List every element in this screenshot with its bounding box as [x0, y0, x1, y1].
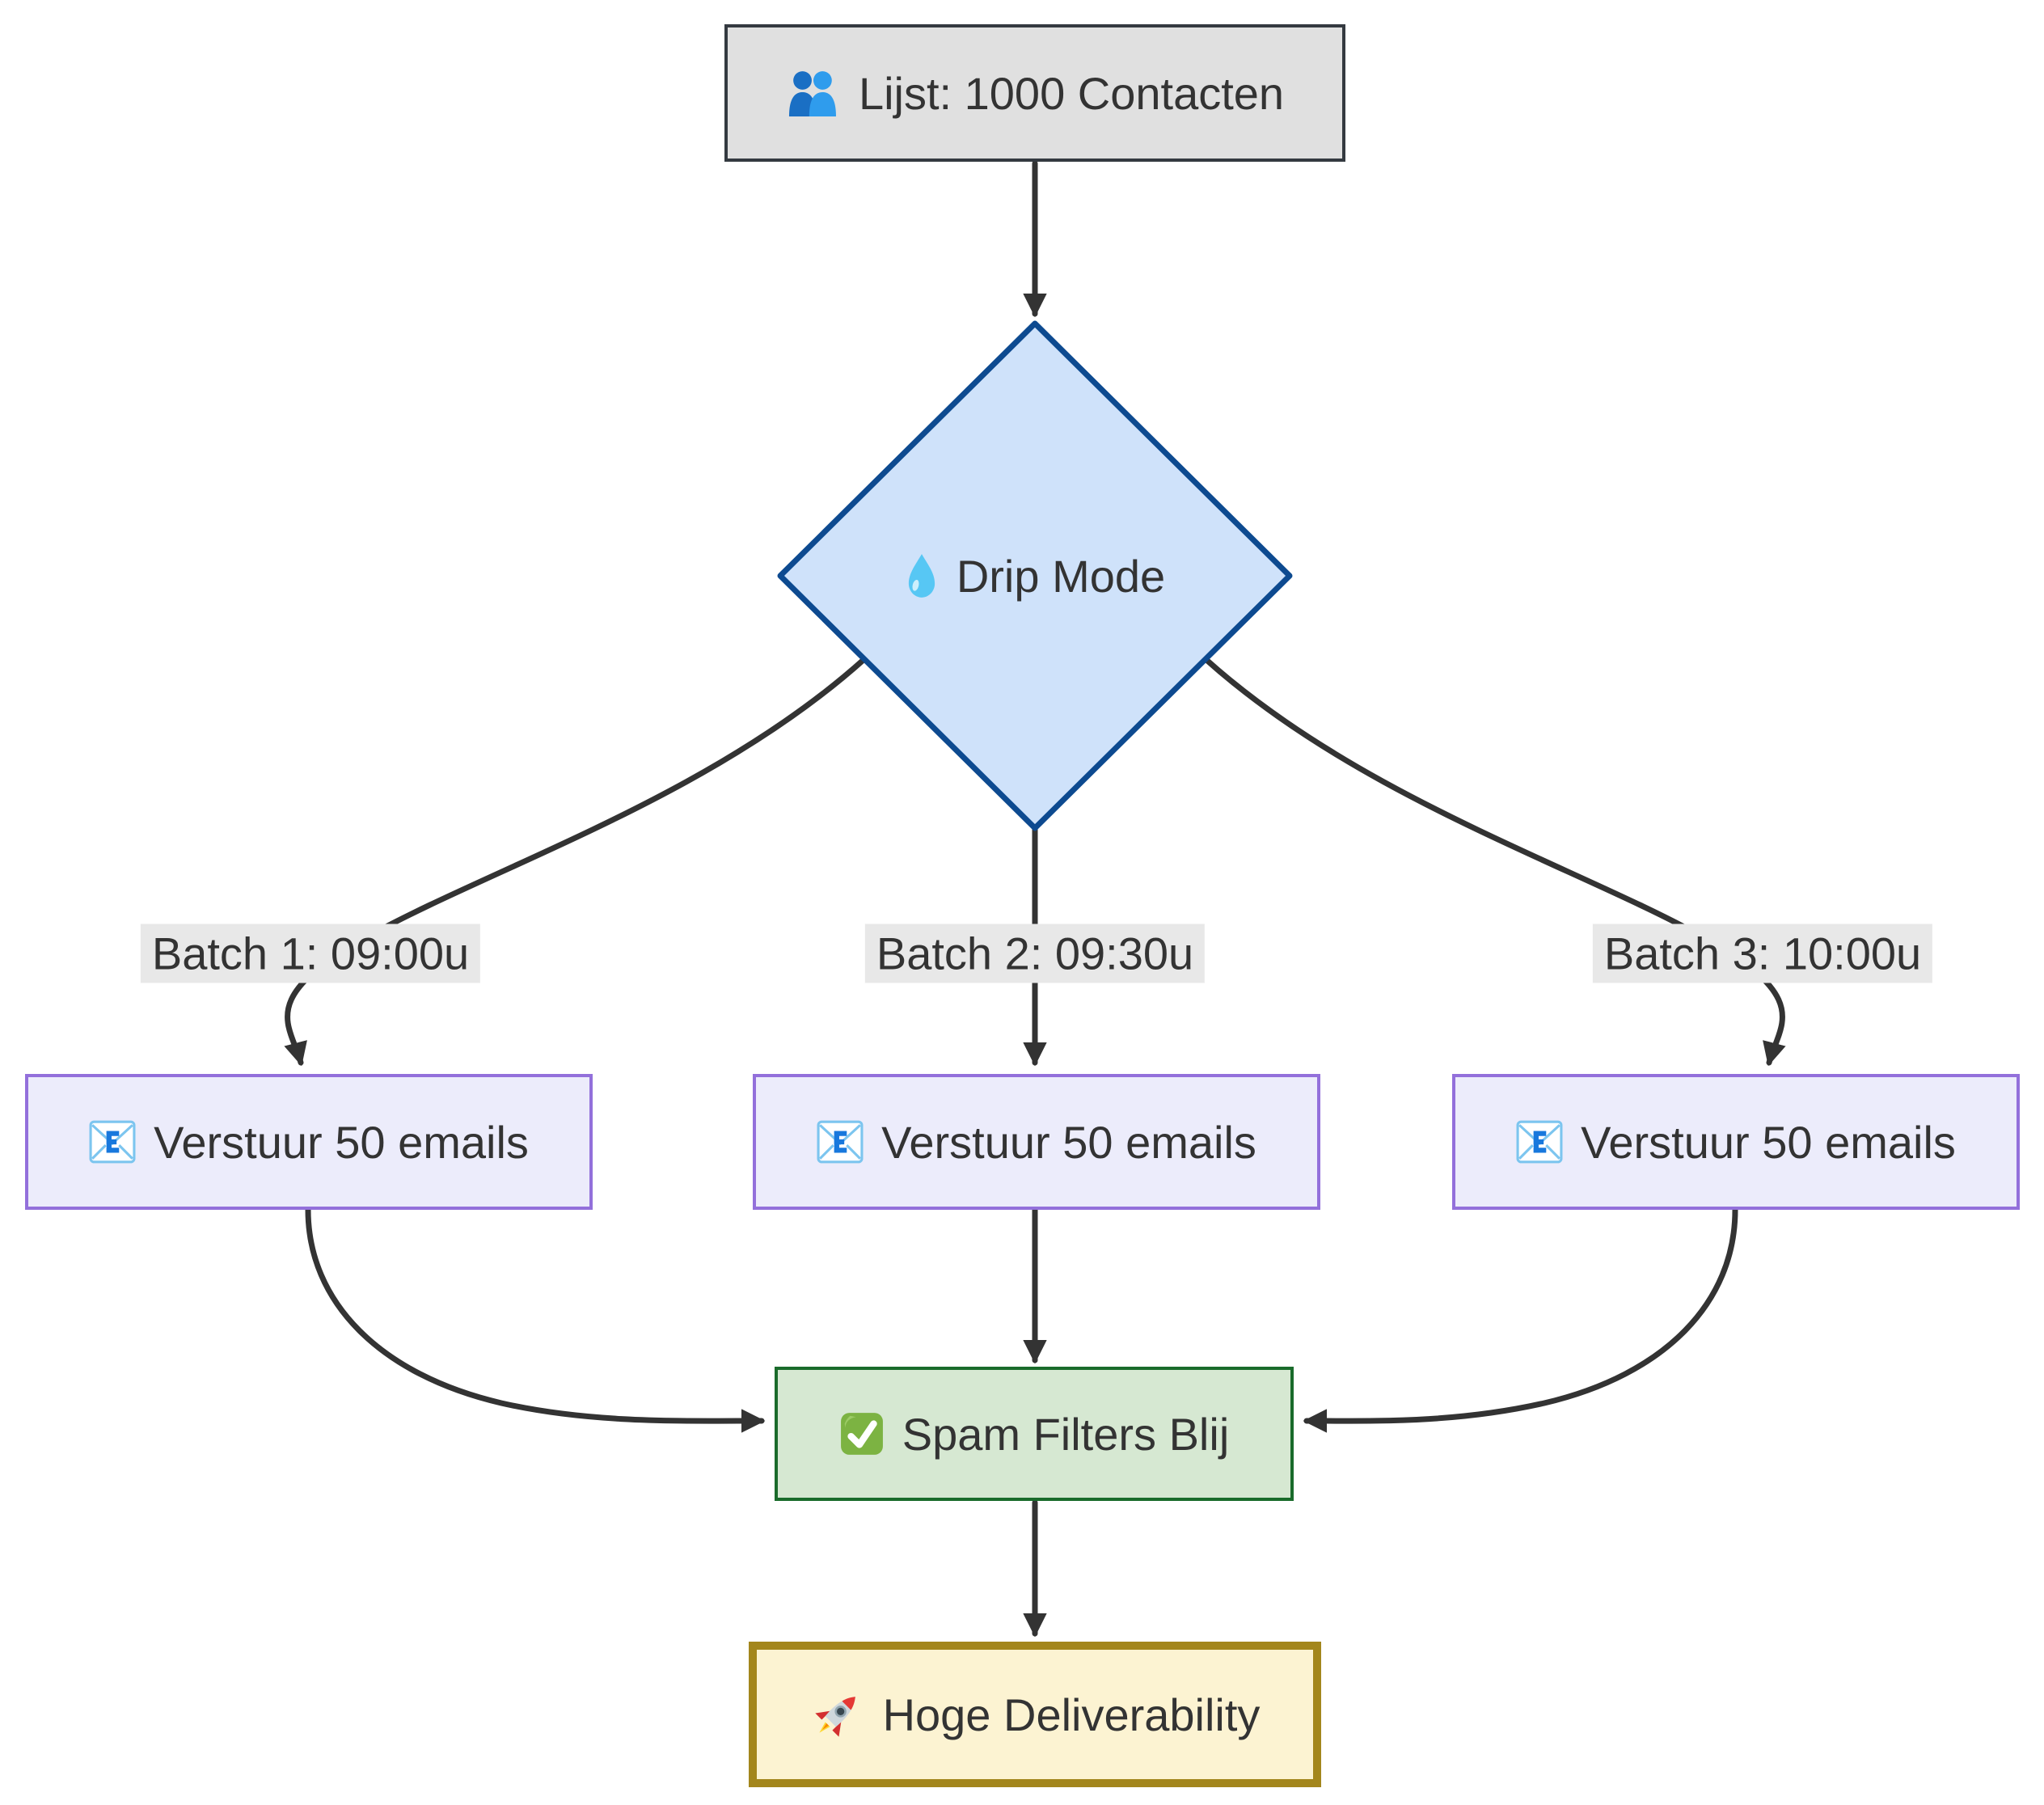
droplet-icon	[905, 552, 939, 599]
node-send-batch-2: Verstuur 50 emails	[753, 1074, 1320, 1210]
edge-label-batch-2: Batch 2: 09:30u	[864, 924, 1206, 983]
busts-in-silhouette-icon	[786, 70, 841, 116]
email-icon	[817, 1120, 864, 1164]
edge-send3-to-spam	[1303, 1207, 1738, 1433]
edge-drip-to-send3	[1202, 656, 1786, 1067]
node-drip-mode-label: Drip Mode	[956, 550, 1166, 602]
node-send-batch-1-label: Verstuur 50 emails	[154, 1116, 529, 1168]
node-send-batch-3-label: Verstuur 50 emails	[1581, 1116, 1956, 1168]
edge-label-batch-1: Batch 1: 09:00u	[140, 924, 481, 983]
check-mark-icon	[839, 1411, 885, 1456]
edge-label-batch-3: Batch 3: 10:00u	[1592, 924, 1933, 983]
node-send-batch-2-label: Verstuur 50 emails	[881, 1116, 1256, 1168]
email-icon	[1516, 1120, 1563, 1164]
node-deliverability: Hoge Deliverability	[749, 1642, 1321, 1787]
node-spam-filters-label: Spam Filters Blij	[902, 1408, 1230, 1460]
node-drip-mode: Drip Mode	[792, 522, 1278, 630]
drip-diamond-shape	[777, 320, 1293, 831]
edge-send1-to-spam	[305, 1207, 766, 1433]
email-icon	[89, 1120, 136, 1164]
node-spam-filters: Spam Filters Blij	[775, 1367, 1294, 1501]
node-send-batch-3: Verstuur 50 emails	[1452, 1074, 2020, 1210]
node-send-batch-1: Verstuur 50 emails	[25, 1074, 593, 1210]
node-contacts-label: Lijst: 1000 Contacten	[858, 67, 1285, 119]
rocket-icon	[810, 1687, 865, 1742]
node-deliverability-label: Hoge Deliverability	[882, 1689, 1261, 1740]
edge-drip-to-send1	[284, 656, 868, 1067]
node-contacts: Lijst: 1000 Contacten	[724, 24, 1345, 162]
